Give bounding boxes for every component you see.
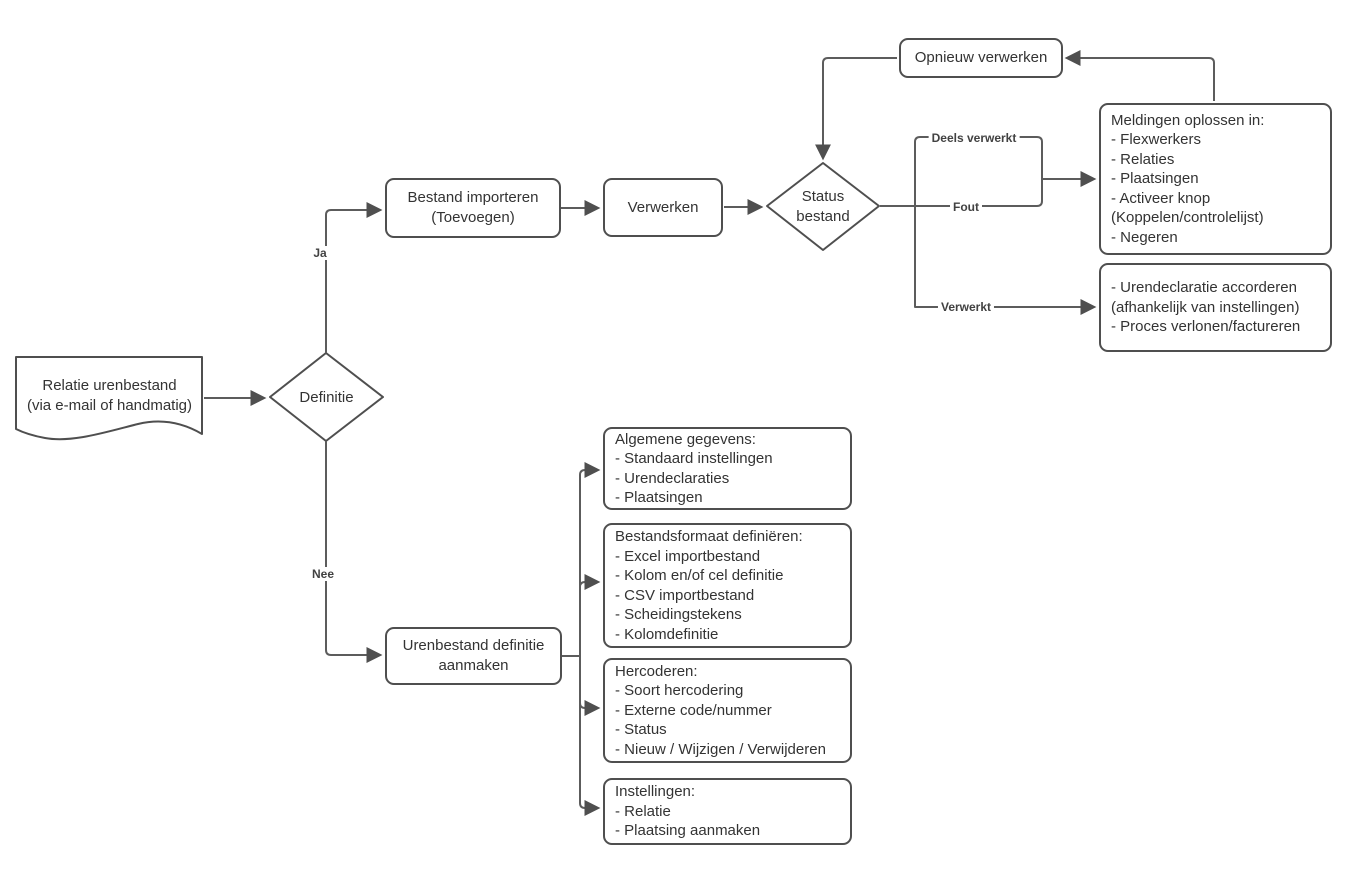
node-hercoderen: Hercoderen: - Soort hercodering - Extern… [603, 658, 852, 763]
edge-definitie-ja-to-importeren [325, 202, 383, 353]
edge-branch-algemene [579, 462, 601, 656]
node-meldingen-oplossen: Meldingen oplossen in: - Flexwerkers - R… [1099, 103, 1332, 255]
node-urenbestand-definitie-aanmaken: Urenbestand definitie aanmaken [385, 627, 562, 685]
edge-label-ja: Ja [310, 246, 330, 260]
edge-branch-bestandsformaat [579, 574, 601, 656]
document-shape-relatie-urenbestand [15, 356, 203, 441]
edge-branch-hercoderen [579, 656, 601, 716]
node-bestandsformaat-definieren: Bestandsformaat definiëren: - Excel impo… [603, 523, 852, 648]
edge-label-fout: Fout [950, 200, 982, 214]
edge-opnieuw-to-status [815, 57, 897, 161]
decision-shape-status-bestand [766, 162, 880, 251]
node-bestand-importeren: Bestand importeren (Toevoegen) [385, 178, 561, 238]
node-verwerkt-acties: - Urendeclaratie accorderen (afhankelijk… [1099, 263, 1332, 352]
edge-label-deels-verwerkt: Deels verwerkt [928, 131, 1020, 145]
decision-shape-definitie [269, 352, 384, 442]
node-opnieuw-verwerken: Opnieuw verwerken [899, 38, 1063, 78]
edge-label-nee: Nee [308, 567, 338, 581]
edge-label-verwerkt: Verwerkt [937, 300, 995, 314]
edge-definitie-nee-to-aanmaken [325, 441, 383, 663]
edge-meldingen-to-opnieuw [1064, 50, 1215, 101]
edge-branch-instellingen [579, 656, 601, 816]
node-instellingen: Instellingen: - Relatie - Plaatsing aanm… [603, 778, 852, 845]
node-verwerken: Verwerken [603, 178, 723, 237]
edge-branch-fout [915, 179, 1043, 207]
edge-branch-deels-verwerkt [914, 136, 1043, 206]
node-algemene-gegevens: Algemene gegevens: - Standaard instellin… [603, 427, 852, 510]
edge-branch-verwerkt [914, 206, 1097, 315]
